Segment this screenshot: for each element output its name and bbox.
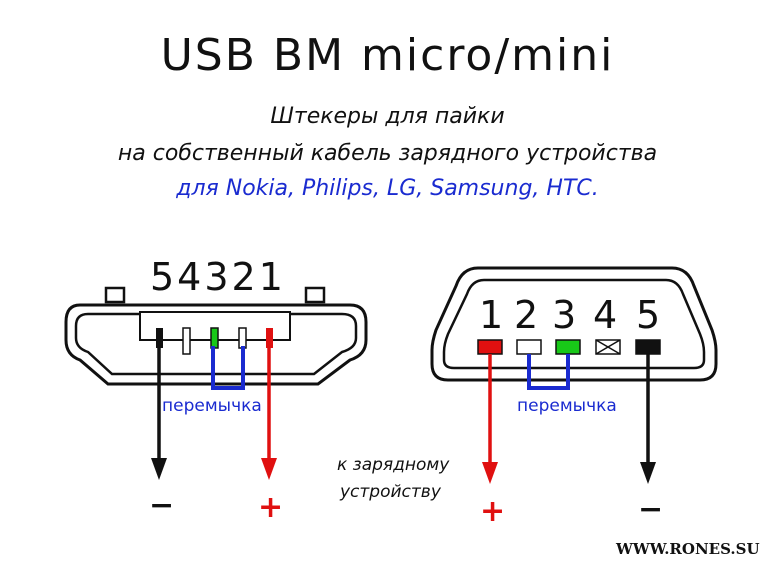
left-tab-right: [304, 286, 326, 304]
left-vcc-arrow: [261, 458, 277, 480]
right-pin-number-3: 3: [552, 293, 576, 337]
right-jumper-wire: [527, 354, 570, 390]
right-minus-label: −: [638, 492, 663, 527]
right-vcc-arrow: [482, 462, 498, 484]
charger-label-line-2: устройству: [339, 482, 442, 502]
left-pin-numbers: 54321: [150, 255, 286, 299]
left-pin-1-vcc: [266, 328, 273, 348]
right-ground-arrow: [640, 462, 656, 484]
left-jumper-label: перемычка: [162, 396, 262, 416]
left-pin-5-ground: [156, 328, 163, 348]
right-pin-number-4: 4: [593, 293, 617, 337]
right-pad-1-vcc: [477, 339, 503, 355]
right-pad-5-ground: [635, 339, 661, 355]
right-pad-4-cross-b: [595, 339, 621, 355]
left-ground-arrow: [151, 458, 167, 480]
left-pin-4-id: [182, 327, 191, 355]
right-pin-number-5: 5: [636, 293, 660, 337]
subtitle-own-cable: на собственный кабель зарядного устройст…: [117, 141, 658, 166]
left-pin-2-data-minus: [238, 327, 247, 349]
subtitle-brands: для Nokia, Philips, LG, Samsung, HTC.: [176, 176, 599, 201]
left-connector: 54321 перемычка − +: [64, 255, 368, 525]
left-jumper-wire: [211, 346, 245, 390]
right-pad-2-data-minus: [516, 339, 542, 355]
diagram-title: USB BM micro/mini: [160, 30, 615, 81]
left-minus-label: −: [149, 488, 174, 523]
subtitle-solder-plugs: Штекеры для пайки: [270, 104, 505, 129]
watermark: WWW.RONES.SU: [615, 540, 760, 558]
right-pad-3-data-plus: [555, 339, 581, 355]
right-plus-label: +: [480, 494, 505, 529]
right-pin-number-2: 2: [514, 293, 538, 337]
right-jumper-label: перемычка: [517, 396, 617, 416]
right-connector: 1 2 3 4 5 перемычка + −: [430, 266, 718, 529]
right-pin-number-1: 1: [479, 293, 503, 337]
left-pin-3-data-plus: [210, 327, 219, 349]
left-plus-label: +: [258, 490, 283, 525]
left-tab-left: [104, 286, 126, 304]
charger-label-line-1: к зарядному: [337, 455, 450, 475]
